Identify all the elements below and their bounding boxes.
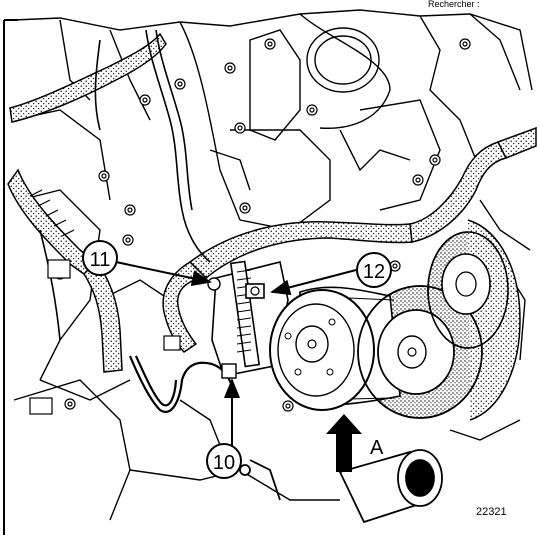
callout-12: 12 xyxy=(356,252,392,288)
callout-10: 10 xyxy=(206,443,242,479)
callout-label-A: A xyxy=(370,437,384,459)
arrow-A xyxy=(326,414,362,472)
wiring xyxy=(39,29,211,341)
bottom-cylinder xyxy=(239,449,443,524)
callout-label-10: 10 xyxy=(213,452,235,474)
engine-block xyxy=(13,9,533,521)
figure-number: 22321 xyxy=(476,506,507,518)
callout-label-11: 11 xyxy=(90,249,111,271)
callout-11: 11 xyxy=(82,240,118,276)
callout-label-12: 12 xyxy=(363,261,385,283)
header-search-label: Rechercher : xyxy=(428,0,480,9)
callout-arrows xyxy=(115,261,357,446)
pump-assembly xyxy=(207,231,509,419)
bolts xyxy=(34,38,471,414)
left-connector xyxy=(29,259,181,415)
hose-ribs xyxy=(29,189,75,237)
